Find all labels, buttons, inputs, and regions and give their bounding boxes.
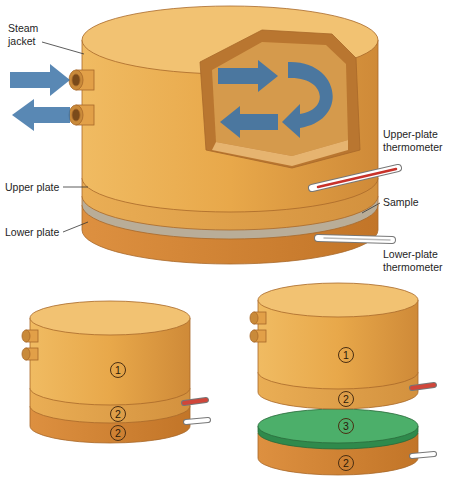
part-label: Upper plate — [5, 181, 59, 194]
callout-circle: 1 — [338, 347, 354, 363]
callout-number: 2 — [343, 394, 349, 405]
callout-circle: 2 — [110, 406, 126, 422]
part-label: Lower plate — [5, 226, 59, 239]
steam-pipes — [69, 70, 94, 125]
callout-circle: 3 — [338, 418, 354, 434]
thermometer-stubs — [184, 400, 208, 422]
callout-number: 2 — [115, 428, 121, 439]
callout-circle: 2 — [110, 425, 126, 441]
apparatus-with-sample — [250, 283, 418, 475]
main-apparatus — [82, 6, 378, 264]
callout-circle: 1 — [110, 362, 126, 378]
callout-number: 1 — [115, 365, 121, 376]
callout-circle: 2 — [338, 455, 354, 471]
part-label: Upper-plate thermometer — [383, 128, 447, 153]
callout-number: 1 — [343, 350, 349, 361]
assembled-apparatus — [22, 301, 190, 443]
thermometer-stubs — [412, 385, 434, 456]
leader-lines — [42, 42, 380, 232]
callout-number: 2 — [115, 409, 121, 420]
part-label: Steam jacket — [8, 22, 52, 47]
steam-in-out-arrows — [10, 64, 70, 131]
part-label: Lower-plate thermometer — [383, 248, 447, 273]
steam-flow-arrows — [218, 60, 333, 138]
callout-number: 3 — [343, 421, 349, 432]
callout-circle: 2 — [338, 391, 354, 407]
part-label: Sample — [383, 196, 419, 209]
callout-number: 2 — [343, 458, 349, 469]
